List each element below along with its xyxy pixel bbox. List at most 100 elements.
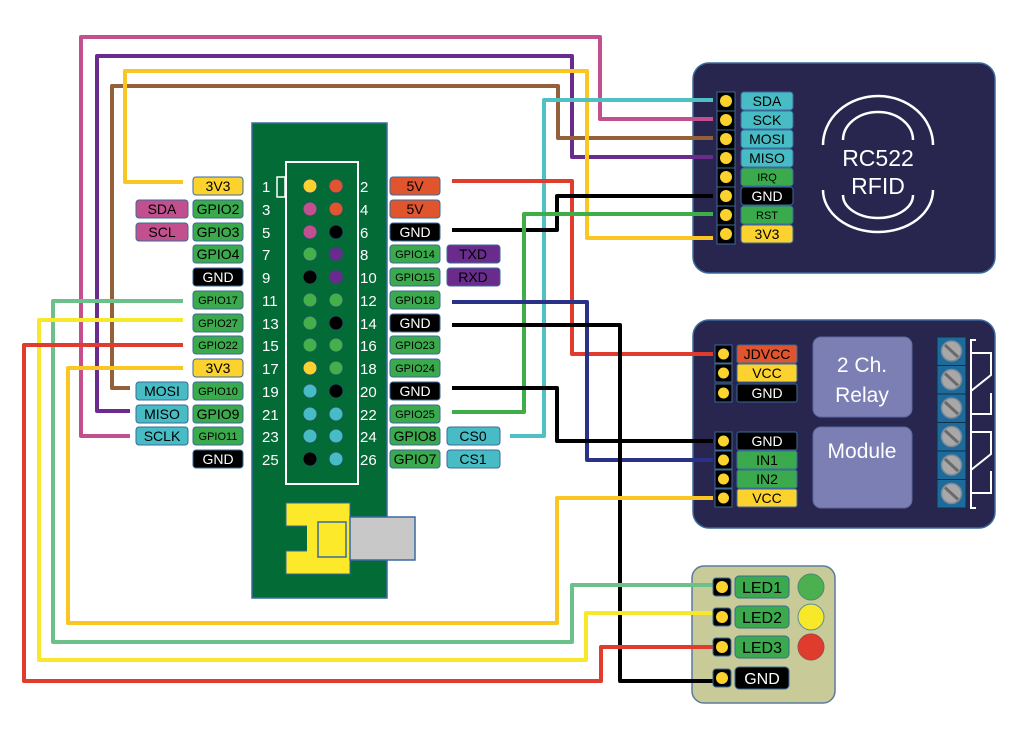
pin-alt-label-text: SDA — [148, 201, 177, 217]
rfid-pin-label — [740, 205, 794, 225]
pin-label — [192, 313, 244, 333]
pin-label — [192, 244, 244, 264]
led-pin-label — [734, 605, 790, 629]
pin-pad-icon — [718, 435, 729, 447]
relay-pin-label — [736, 488, 798, 508]
pin-alt-label-text: CS1 — [459, 451, 486, 467]
relay-pin-label-text: GND — [751, 385, 782, 401]
pin-label-text: GPIO7 — [394, 451, 437, 467]
gpio-header-frame — [285, 161, 359, 485]
header-pin — [328, 292, 344, 308]
pin-alt-label — [446, 449, 501, 469]
rfid-title: RC522 — [842, 145, 914, 171]
led-green-icon — [797, 573, 825, 601]
relay-pin-label-text: IN2 — [756, 471, 778, 487]
pin-pad-icon — [720, 171, 732, 183]
pin-label — [389, 222, 441, 242]
pin-label — [192, 335, 244, 355]
pin-alt-label-text: MISO — [144, 406, 180, 422]
led-pin-label-text: LED3 — [742, 640, 782, 657]
header-pin — [328, 178, 344, 194]
pin-pad-icon — [718, 387, 729, 399]
pin-number: 21 — [262, 407, 279, 424]
pin-number: 20 — [360, 384, 377, 401]
usb-connector — [285, 502, 416, 575]
pin-alt-label-text: RXD — [458, 269, 488, 285]
pin-alt-label-text: SCLK — [144, 428, 181, 444]
pin-label-text: GPIO8 — [394, 428, 437, 444]
relay-title-box — [812, 336, 913, 418]
relay-pin-label — [736, 431, 798, 451]
relay-module: 2 Ch. Relay Module JDVCC VCC GND GND IN1… — [714, 336, 992, 509]
pin-label — [389, 449, 441, 469]
relay-title-line2: Relay — [835, 384, 889, 407]
pin-label-text: GPIO3 — [197, 224, 240, 240]
pin-label-text: GPIO14 — [395, 249, 435, 261]
pin-label-text: GPIO4 — [197, 246, 240, 262]
pin-label-text: GPIO22 — [198, 340, 238, 352]
pin-label-text: GPIO18 — [395, 295, 435, 307]
relay-pin-label-text: IN1 — [756, 452, 778, 468]
pin-label-text: GPIO25 — [395, 409, 435, 421]
pin-pad-icon — [718, 367, 729, 379]
header-pin — [302, 269, 318, 285]
pin-label — [192, 290, 244, 310]
header-pin — [328, 451, 344, 467]
header-pin — [328, 383, 344, 399]
relay-pin-label — [736, 383, 798, 403]
header-pin — [328, 337, 344, 353]
header-pin — [328, 428, 344, 444]
pin-number: 12 — [360, 293, 377, 310]
wire-gpio22-to-led3 — [22, 343, 713, 683]
led-module: LED1 LED2 LED3 GND — [712, 573, 825, 690]
wire-3v3-to-rfid-3v3 — [123, 69, 713, 240]
pin-label — [192, 449, 244, 469]
pin-number: 8 — [360, 247, 368, 264]
pin-pad-icon — [720, 95, 732, 107]
pin-number: 3 — [262, 202, 270, 219]
relay-pin-label — [736, 450, 798, 470]
pin-alt-label — [446, 244, 501, 264]
pin-number: 9 — [262, 270, 270, 287]
header-pin — [302, 406, 318, 422]
screw-terminal — [936, 479, 967, 509]
header-pin — [302, 292, 318, 308]
pin-label-text: 3V3 — [206, 178, 231, 194]
header-pin — [302, 246, 318, 262]
led-pin-label — [734, 575, 790, 599]
led-red-icon — [797, 633, 825, 661]
pin-number: 13 — [262, 316, 279, 333]
pin-pad-icon — [718, 492, 729, 504]
rfid-pin-label-text: 3V3 — [755, 226, 780, 242]
pin-label-text: GND — [202, 451, 233, 467]
pin-number: 19 — [262, 384, 279, 401]
pin-number: 5 — [262, 225, 270, 242]
pin-number: 4 — [360, 202, 368, 219]
pin-number: 25 — [262, 452, 279, 469]
pin-number: 2 — [360, 179, 368, 196]
rfid-pin-label-text: SCK — [753, 112, 782, 128]
pin-label-text: GPIO11 — [199, 431, 238, 443]
pin-alt-label — [135, 404, 189, 424]
led-yellow-icon — [797, 603, 825, 631]
pin-alt-label — [135, 199, 189, 219]
rfid-pin-label-text: MOSI — [749, 131, 785, 147]
pin-label — [192, 426, 244, 446]
pin-label — [389, 426, 441, 446]
header-left-column: 3V3 1 SDA GPIO2 3 SCL GPIO3 5 GPIO4 7 GN… — [135, 176, 318, 469]
header-pin — [328, 224, 344, 240]
pin-label — [192, 267, 244, 287]
led-pin-label-text: LED1 — [742, 580, 782, 597]
screw-terminal-block — [936, 336, 967, 509]
pin-label-text: 3V3 — [206, 360, 231, 376]
pin-label — [389, 199, 441, 219]
led-pin-label — [734, 635, 790, 659]
relay-title-line3: Module — [828, 440, 897, 463]
header-pin — [302, 178, 318, 194]
relay-module-box — [812, 426, 913, 509]
pin-number: 14 — [360, 316, 377, 333]
pin-label-text: GPIO15 — [395, 272, 435, 284]
pin-label-text: GND — [202, 269, 233, 285]
rfid-pin-label — [740, 167, 794, 187]
pin-label — [389, 290, 441, 310]
